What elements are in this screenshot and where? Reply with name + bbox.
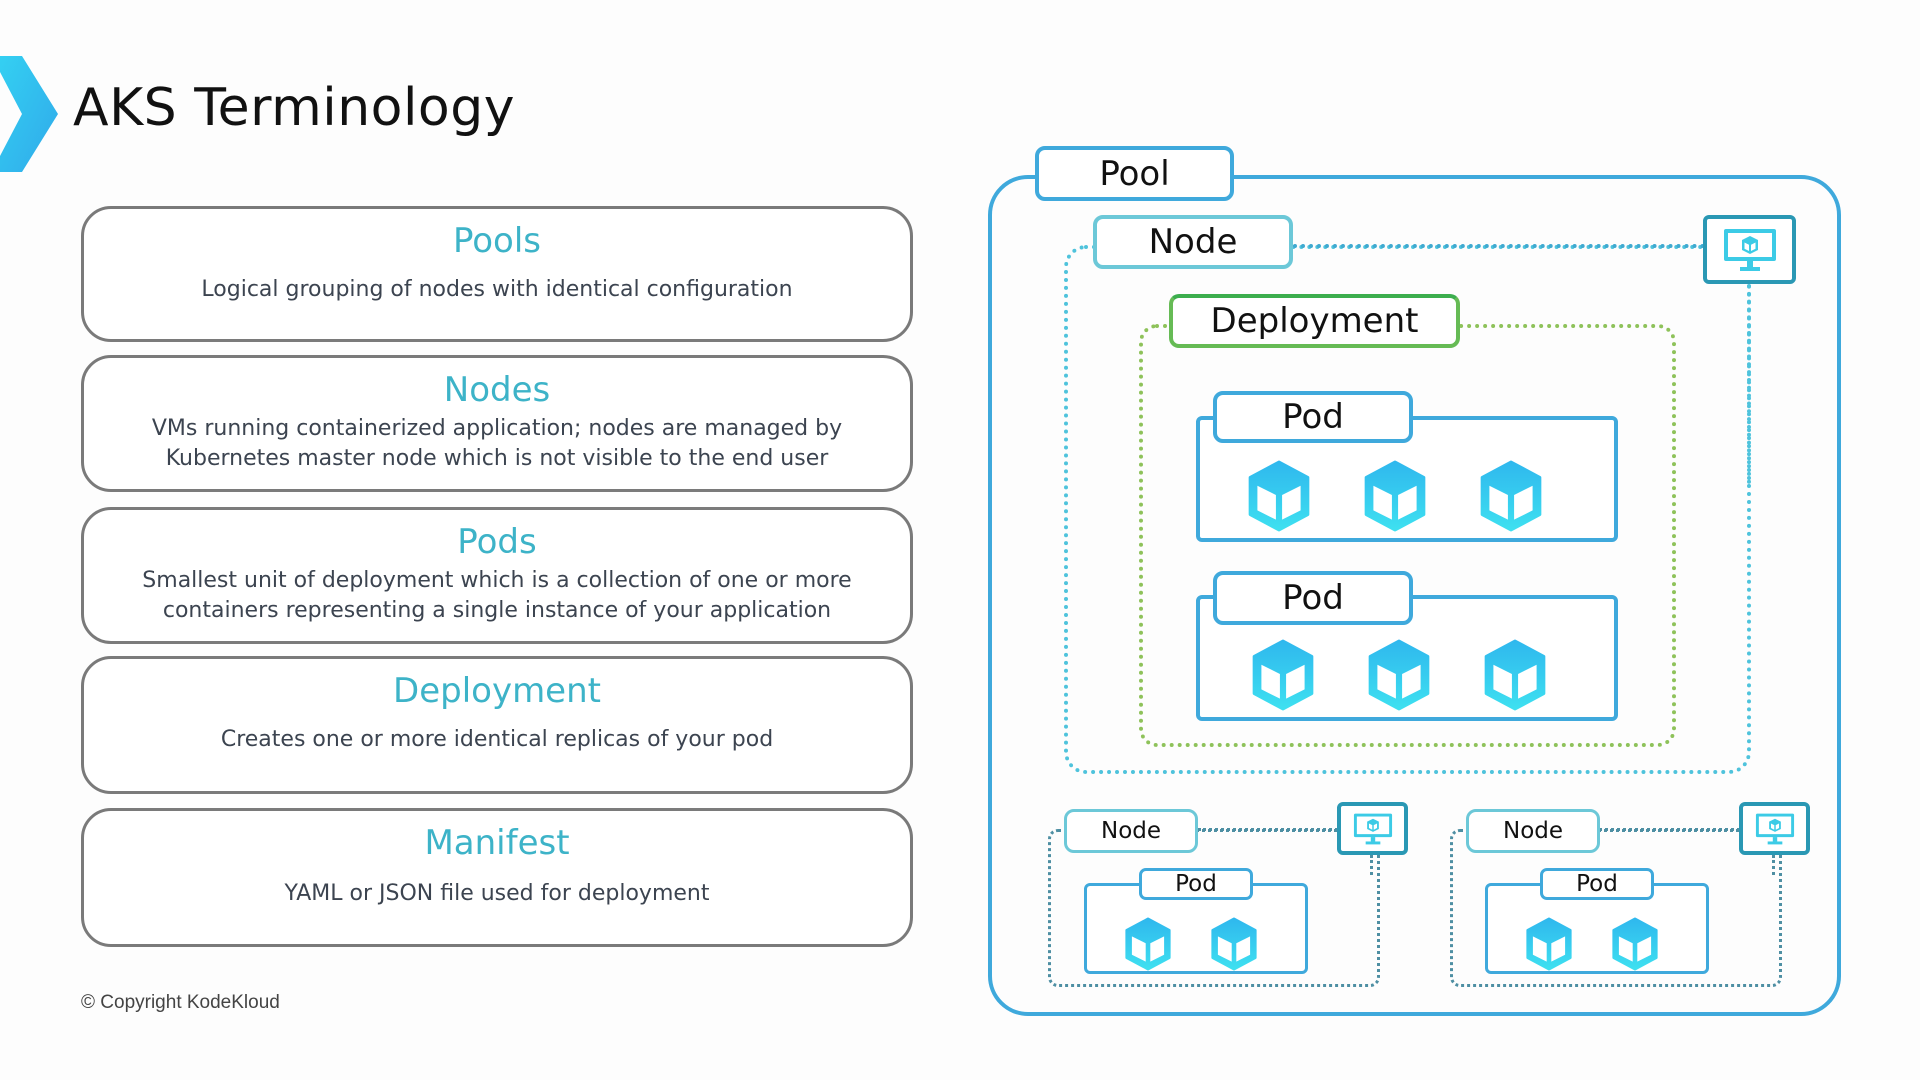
card-description: Kubernetes master node which is not visi… bbox=[165, 446, 829, 471]
container-cube-icon bbox=[1612, 917, 1658, 971]
pod-label: Pod bbox=[1540, 868, 1654, 900]
card-description: containers representing a single instanc… bbox=[162, 598, 832, 623]
card-description: Logical grouping of nodes with identical… bbox=[201, 277, 793, 302]
containers bbox=[1125, 916, 1257, 972]
pod-label: Pod bbox=[1213, 571, 1413, 625]
card-title: Nodes bbox=[443, 370, 551, 410]
containers bbox=[1252, 639, 1546, 711]
card-manifest: Manifest YAML or JSON file used for depl… bbox=[81, 808, 913, 947]
container-cube-icon bbox=[1480, 460, 1542, 532]
card-title: Deployment bbox=[393, 671, 601, 711]
vm-monitor-icon-glyph bbox=[1723, 228, 1776, 271]
card-pools: Pools Logical grouping of nodes with ide… bbox=[81, 206, 913, 342]
card-nodes: Nodes VMs running containerized applicat… bbox=[81, 355, 913, 492]
card-title: Manifest bbox=[424, 823, 570, 863]
card-description: YAML or JSON file used for deployment bbox=[284, 881, 710, 906]
pod-label: Pod bbox=[1139, 868, 1253, 900]
vm-node-connector bbox=[1370, 855, 1373, 875]
node-vm-connector bbox=[1599, 828, 1740, 831]
vm-monitor-icon bbox=[1337, 802, 1408, 855]
container-cube-icon bbox=[1484, 639, 1546, 711]
page-title: AKS Terminology bbox=[73, 78, 516, 138]
chevron-right-icon bbox=[0, 56, 60, 172]
container-cube-icon bbox=[1252, 639, 1314, 711]
container-cube-icon bbox=[1526, 917, 1572, 971]
pod-box bbox=[1485, 883, 1709, 974]
card-deployment: Deployment Creates one or more identical… bbox=[81, 656, 913, 794]
vm-node-connector bbox=[1747, 284, 1751, 484]
pool-label: Pool bbox=[1035, 146, 1234, 201]
vm-monitor-icon bbox=[1703, 215, 1796, 284]
copyright: © Copyright KodeKloud bbox=[81, 992, 280, 1013]
node-label: Node bbox=[1093, 215, 1293, 269]
node-label: Node bbox=[1064, 809, 1198, 853]
containers bbox=[1526, 916, 1658, 972]
node-vm-connector bbox=[1198, 828, 1338, 831]
container-cube-icon bbox=[1364, 460, 1426, 532]
vm-monitor-icon bbox=[1739, 802, 1810, 855]
card-description: Creates one or more identical replicas o… bbox=[220, 727, 774, 752]
container-cube-icon bbox=[1368, 639, 1430, 711]
node-label: Node bbox=[1466, 809, 1600, 853]
pool-container bbox=[988, 175, 1841, 1016]
pod-label: Pod bbox=[1213, 391, 1413, 443]
container-cube-icon bbox=[1211, 917, 1257, 971]
container-cube-icon bbox=[1248, 460, 1310, 532]
vm-monitor-icon-glyph bbox=[1755, 813, 1794, 844]
container-cube-icon bbox=[1125, 917, 1171, 971]
card-description: Smallest unit of deployment which is a c… bbox=[142, 568, 852, 593]
deployment-label: Deployment bbox=[1169, 294, 1460, 348]
vm-monitor-icon-glyph bbox=[1353, 813, 1392, 844]
card-description: VMs running containerized application; n… bbox=[151, 416, 843, 441]
card-title: Pools bbox=[452, 221, 542, 261]
vm-node-connector bbox=[1772, 855, 1775, 875]
node-vm-connector bbox=[1293, 244, 1705, 248]
containers bbox=[1248, 460, 1542, 532]
card-title: Pods bbox=[457, 522, 537, 562]
card-pods: Pods Smallest unit of deployment which i… bbox=[81, 507, 913, 644]
